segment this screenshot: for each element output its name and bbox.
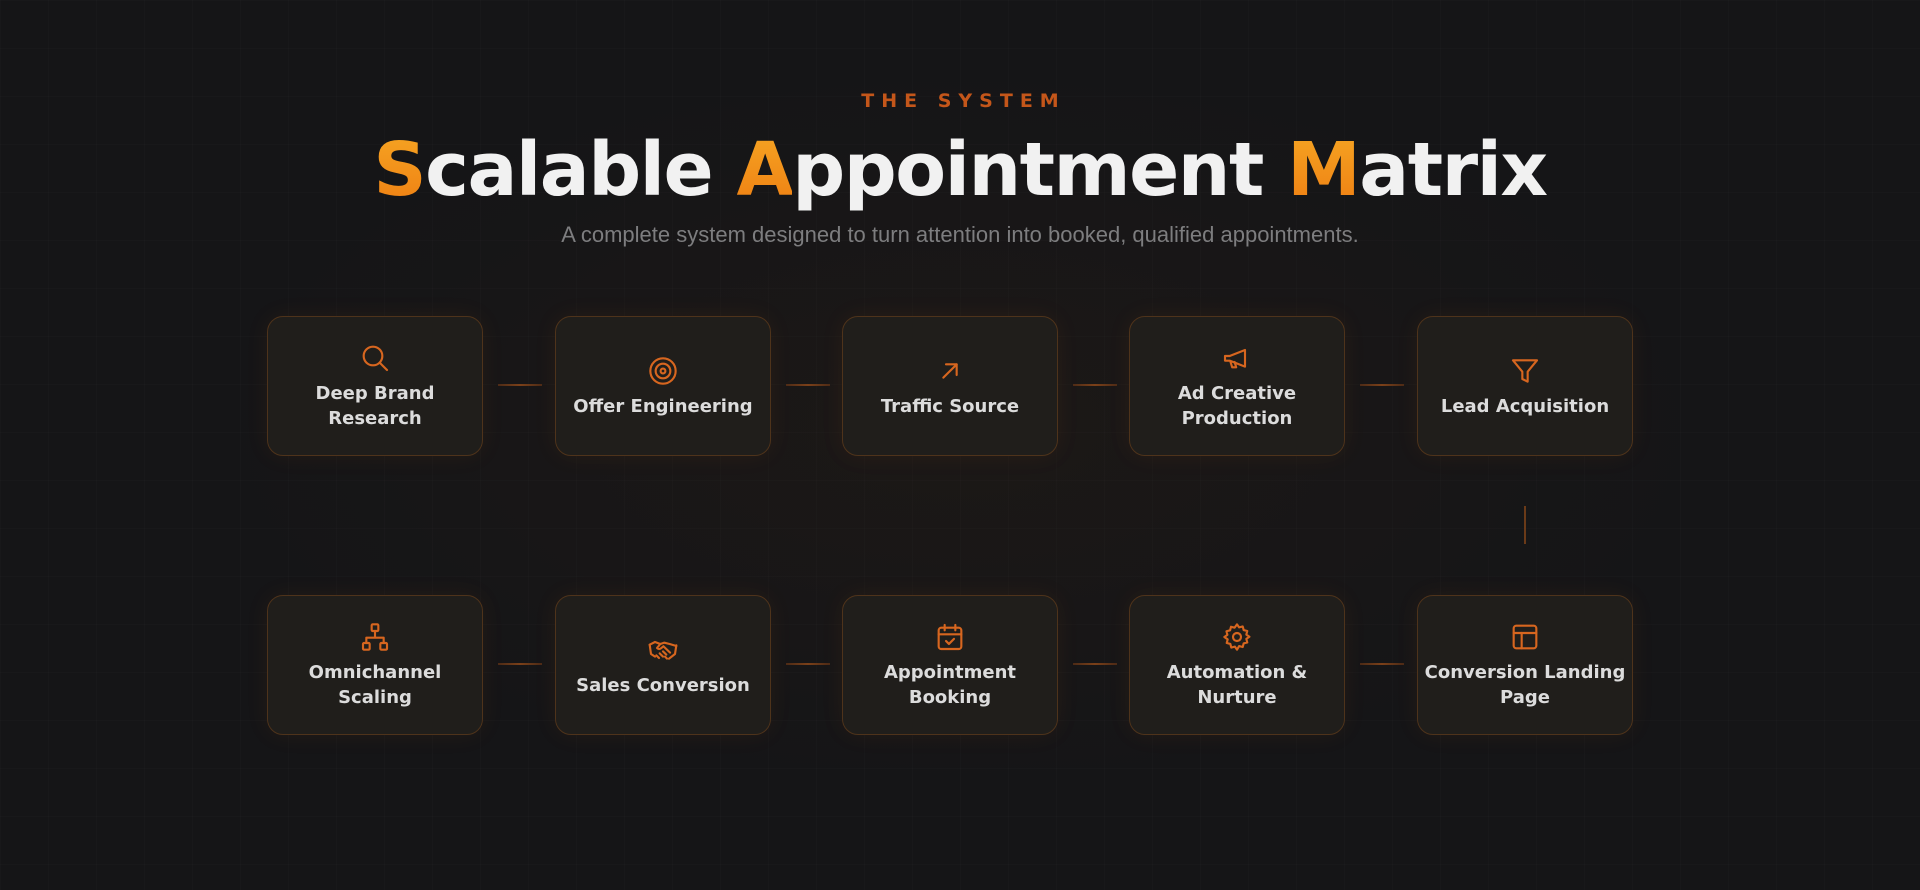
section-eyebrow: THE SYSTEM <box>861 90 1066 112</box>
step-label: Conversion Landing Page <box>1424 662 1626 708</box>
funnel-icon <box>1508 354 1542 388</box>
arrow-up-right-icon <box>933 354 967 388</box>
step-card-omnichannel-scaling[interactable]: Omnichannel Scaling <box>267 595 483 735</box>
network-icon <box>358 620 392 654</box>
step-card-lead-acquisition[interactable]: Lead Acquisition <box>1417 316 1633 456</box>
title-initial: A <box>736 127 794 213</box>
gear-icon <box>1220 620 1254 654</box>
title-initial: M <box>1287 127 1361 213</box>
step-card-traffic-source[interactable]: Traffic Source <box>842 316 1058 456</box>
megaphone-icon <box>1220 341 1254 375</box>
flow-connector <box>1073 384 1117 386</box>
step-label: Automation & Nurture <box>1166 662 1308 708</box>
title-word-rest: ppointment <box>792 127 1264 213</box>
handshake-icon <box>646 633 680 667</box>
flow-connector-vertical <box>1524 506 1526 544</box>
step-label: Omnichannel Scaling <box>308 662 442 708</box>
step-label: Sales Conversion <box>576 674 750 696</box>
flow-connector <box>1073 663 1117 665</box>
calendar-check-icon <box>933 620 967 654</box>
step-label: Deep Brand Research <box>315 383 435 429</box>
layout-icon <box>1508 620 1542 654</box>
step-card-sales-conversion[interactable]: Sales Conversion <box>555 595 771 735</box>
flow-connector <box>786 663 830 665</box>
flow-connector <box>786 384 830 386</box>
page-subtitle: A complete system designed to turn atten… <box>561 222 1359 247</box>
flow-connector <box>498 384 542 386</box>
step-card-ad-creative-production[interactable]: Ad Creative Production <box>1129 316 1345 456</box>
title-word-rest: calable <box>425 127 714 213</box>
step-card-appointment-booking[interactable]: Appointment Booking <box>842 595 1058 735</box>
step-card-offer-engineering[interactable]: Offer Engineering <box>555 316 771 456</box>
step-card-automation-nurture[interactable]: Automation & Nurture <box>1129 595 1345 735</box>
search-icon <box>358 341 392 375</box>
step-label: Appointment Booking <box>883 662 1017 708</box>
step-label: Lead Acquisition <box>1440 395 1610 417</box>
step-card-conversion-landing-page[interactable]: Conversion Landing Page <box>1417 595 1633 735</box>
step-card-deep-brand-research[interactable]: Deep Brand Research <box>267 316 483 456</box>
flow-connector <box>498 663 542 665</box>
step-label: Offer Engineering <box>573 395 753 417</box>
flow-connector <box>1360 663 1404 665</box>
step-label: Ad Creative Production <box>1177 383 1297 429</box>
step-label: Traffic Source <box>880 395 1020 417</box>
title-word-rest: atrix <box>1359 127 1548 213</box>
page-title: Scalable Appointment Matrix <box>0 120 1920 220</box>
title-initial: S <box>373 127 426 213</box>
target-icon <box>646 354 680 388</box>
flow-connector <box>1360 384 1404 386</box>
